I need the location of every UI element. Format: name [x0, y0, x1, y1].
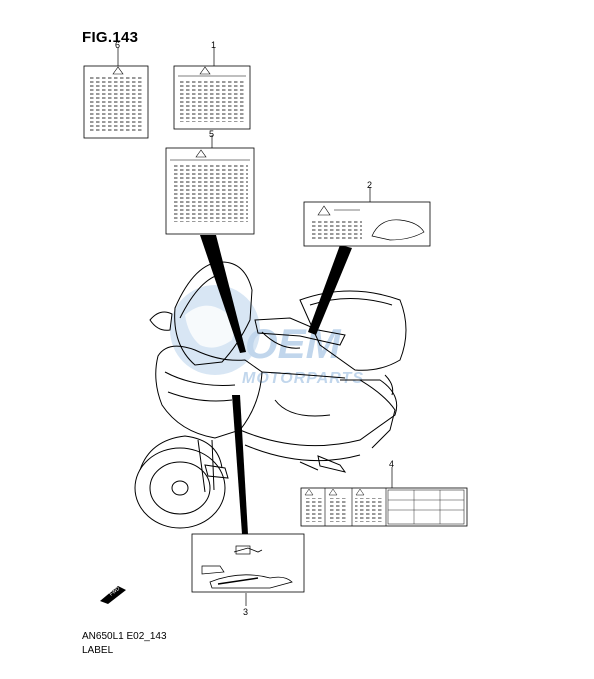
figure-code: AN650L1 E02_143: [82, 631, 167, 642]
callout-6: 6: [115, 40, 120, 50]
watermark: OEM MOTORPARTS: [170, 285, 364, 387]
callout-1: 1: [211, 40, 216, 50]
callout-5: 5: [209, 129, 214, 139]
callout-3: 3: [243, 607, 248, 617]
warning-triangle-icon: [195, 149, 207, 158]
leader-wedge-3: [232, 395, 248, 534]
leader-wedge-2: [308, 245, 352, 335]
watermark-text: OEM: [245, 320, 342, 367]
label-1: [173, 65, 251, 130]
warning-triangle-icon: [199, 66, 211, 75]
callout-2: 2: [367, 180, 372, 190]
label-4: [300, 487, 468, 527]
figure-caption: LABEL: [82, 645, 114, 656]
scooter-drawing: [134, 261, 407, 529]
label-3: [191, 533, 305, 593]
helmet-hook-icon: [371, 219, 425, 241]
warning-triangle-icon: [112, 66, 124, 75]
front-direction-icon: FWD: [100, 586, 126, 604]
watermark-subtext: MOTORPARTS: [242, 370, 364, 387]
callout-4: 4: [389, 459, 394, 469]
label-6: [83, 65, 149, 139]
dipstick-icon: [201, 565, 225, 575]
oil-can-icon: [233, 547, 263, 553]
watermark-globe-icon: [170, 285, 260, 375]
label-2: [303, 201, 431, 247]
figure-title: FIG.143: [82, 29, 139, 46]
svg-text:FWD: FWD: [109, 586, 122, 598]
warning-triangle-icon: [317, 205, 331, 216]
leader-wedge-5: [200, 235, 246, 353]
label-5: [165, 147, 255, 235]
leader-lines: [117, 48, 393, 606]
